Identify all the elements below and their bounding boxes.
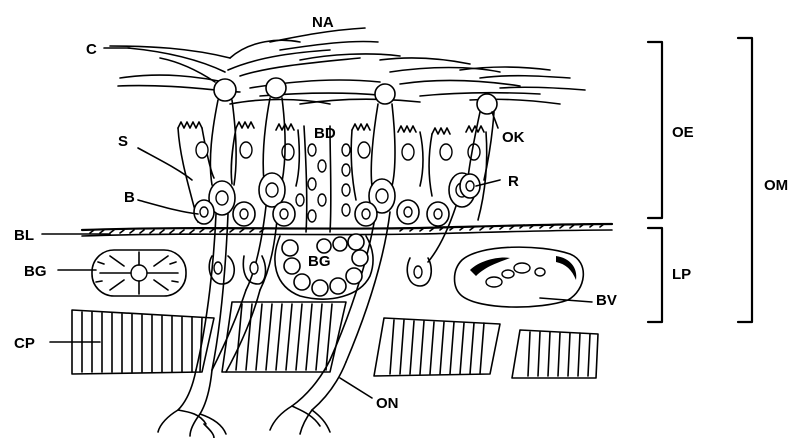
- label-om: OM: [764, 177, 788, 194]
- label-r: R: [508, 173, 519, 190]
- label-na: NA: [312, 14, 334, 31]
- blood-vessel: [455, 247, 584, 307]
- layer-brackets: [648, 38, 752, 322]
- label-s: S: [118, 133, 128, 150]
- basal-lamina: [82, 224, 612, 236]
- cribriform-plate: [72, 302, 598, 378]
- label-lp: LP: [672, 266, 691, 283]
- leader-lines: [42, 48, 592, 398]
- label-ok: OK: [502, 129, 525, 146]
- label-cp: CP: [14, 335, 35, 352]
- label-c: C: [86, 41, 97, 58]
- basal-cells: [194, 174, 480, 226]
- label-bg-left: BG: [24, 263, 47, 280]
- label-oe: OE: [672, 124, 694, 141]
- cilia-layer: [110, 28, 585, 104]
- bowmans-gland-left: [92, 250, 186, 296]
- label-on: ON: [376, 395, 399, 412]
- label-bl: BL: [14, 227, 34, 244]
- olfactory-knobs: [214, 78, 497, 114]
- label-bv: BV: [596, 292, 617, 309]
- label-bg-center: BG: [308, 253, 331, 270]
- label-bd: BD: [314, 125, 336, 142]
- label-b: B: [124, 189, 135, 206]
